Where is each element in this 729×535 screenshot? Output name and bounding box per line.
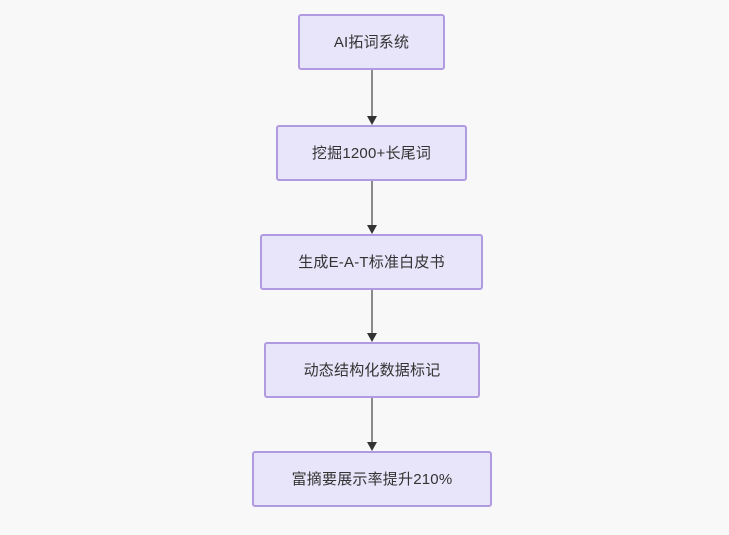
flow-node-label: 挖掘1200+长尾词 xyxy=(311,144,432,162)
flow-node-label: 生成E-A-T标准白皮书 xyxy=(298,253,445,271)
flow-node-mine-longtail-keywords[interactable]: 挖掘1200+长尾词 xyxy=(276,125,467,181)
flow-node-dynamic-structured-data-markup[interactable]: 动态结构化数据标记 xyxy=(264,342,480,398)
flow-connector-arrow xyxy=(365,181,379,234)
flow-node-ai-keyword-system[interactable]: AI拓词系统 xyxy=(298,14,445,70)
flow-node-label: 动态结构化数据标记 xyxy=(303,361,441,379)
flow-node-label: AI拓词系统 xyxy=(333,33,410,51)
flow-connector-arrow xyxy=(365,290,379,342)
flow-node-generate-eat-whitepaper[interactable]: 生成E-A-T标准白皮书 xyxy=(260,234,483,290)
flow-node-label: 富摘要展示率提升210% xyxy=(291,470,453,488)
flow-node-rich-snippet-impression-uplift[interactable]: 富摘要展示率提升210% xyxy=(252,451,492,507)
flow-connector-arrow xyxy=(365,70,379,125)
flow-connector-arrow xyxy=(365,398,379,451)
